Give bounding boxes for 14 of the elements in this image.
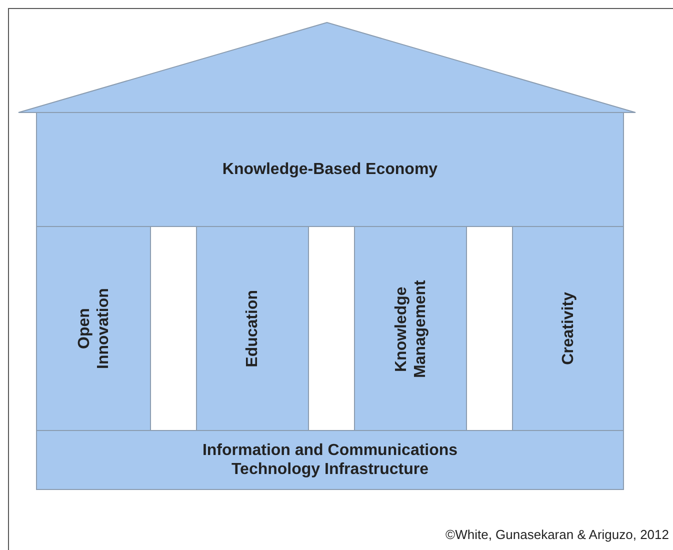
foundation-band [36, 430, 624, 490]
pillar-label: Creativity [558, 292, 578, 365]
roof-triangle [18, 22, 636, 113]
roof-band [36, 112, 624, 227]
pillar-label: Education [243, 290, 262, 368]
pillar-label: Open Innovation [74, 287, 112, 371]
pillar [196, 226, 309, 431]
pillar [354, 226, 467, 431]
pillar [36, 226, 151, 431]
band-label: Information and Communications Technology Infrastructure [201, 441, 459, 479]
pillar [512, 226, 624, 431]
copyright-caption: ©White, Gunasekaran & Ariguzo, 2012 [446, 527, 669, 542]
pillar-label: Knowledge Management [392, 278, 430, 380]
band-label: Knowledge-Based Economy [222, 160, 438, 179]
